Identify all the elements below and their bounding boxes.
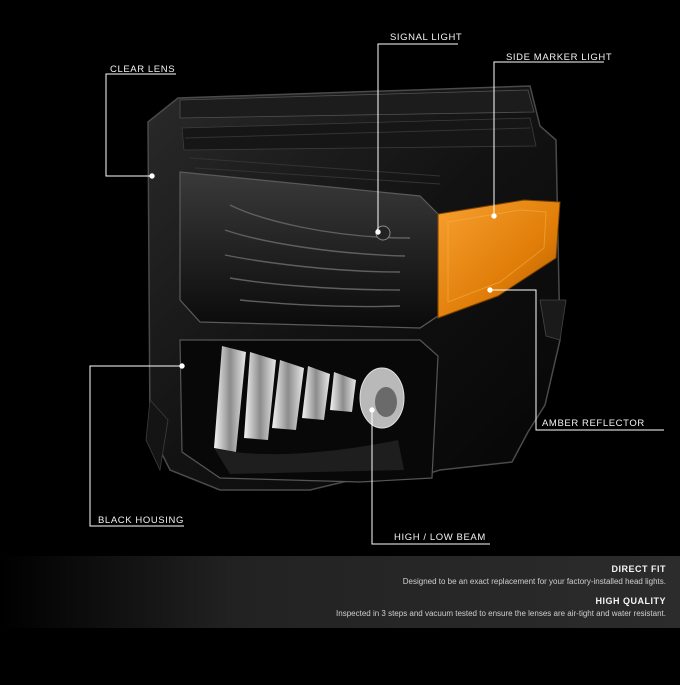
label-signal-light: SIGNAL LIGHT: [390, 32, 463, 43]
label-high-low-beam: HIGH / LOW BEAM: [394, 532, 486, 543]
feature-title-direct-fit: DIRECT FIT: [611, 564, 666, 574]
feature-text-high-quality: Inspected in 3 steps and vacuum tested t…: [336, 609, 666, 618]
amber-reflector-lens: [437, 199, 561, 319]
label-clear-lens: CLEAR LENS: [110, 64, 176, 75]
label-side-marker-light: SIDE MARKER LIGHT: [506, 52, 613, 63]
beam-reflector: [214, 346, 405, 474]
label-black-housing: BLACK HOUSING: [98, 515, 184, 526]
feature-title-high-quality: HIGH QUALITY: [595, 596, 666, 606]
label-amber-reflector: AMBER REFLECTOR: [542, 418, 645, 429]
feature-band: DIRECT FIT Designed to be an exact repla…: [0, 556, 680, 628]
callout-lines: [89, 43, 664, 545]
feature-text-direct-fit: Designed to be an exact replacement for …: [402, 577, 666, 586]
